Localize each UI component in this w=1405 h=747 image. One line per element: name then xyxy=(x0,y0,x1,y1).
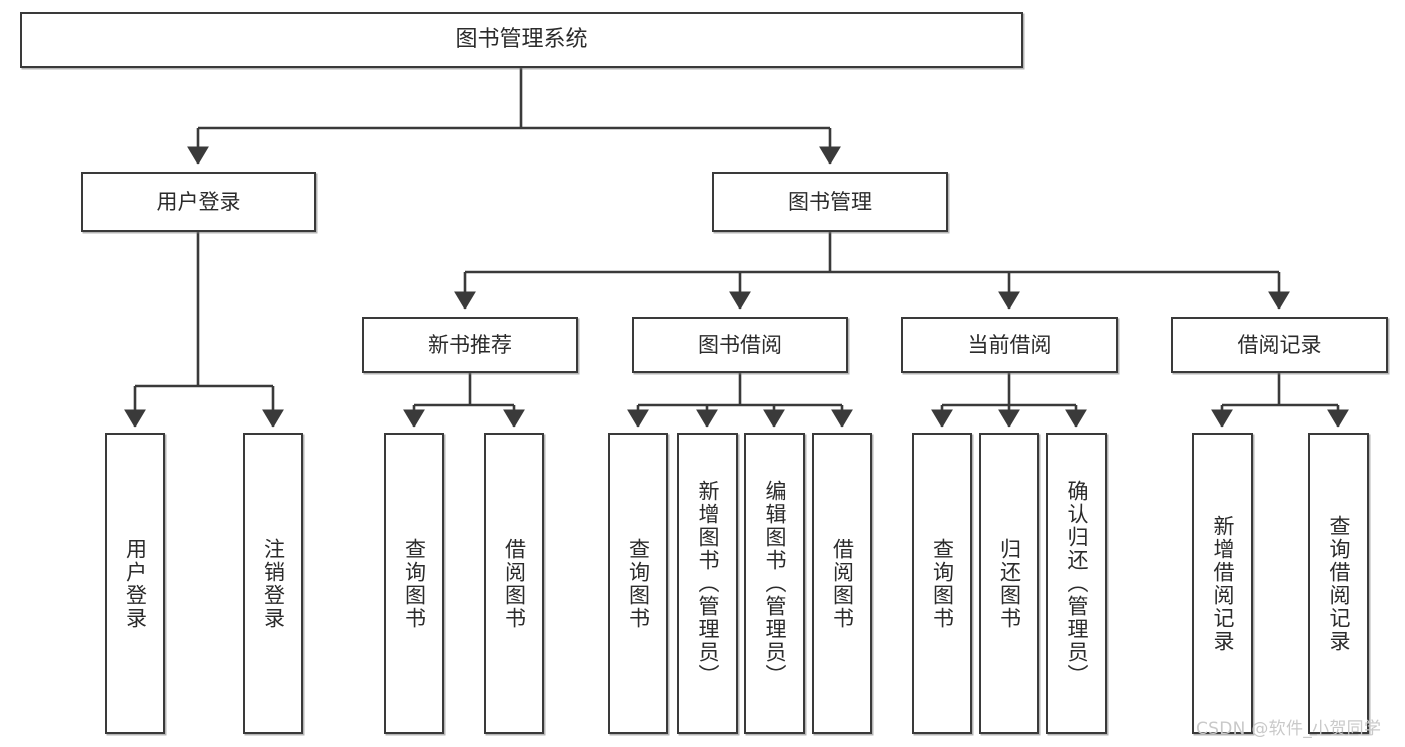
node-leaf-borrow-book[interactable]: 借阅图书 xyxy=(812,433,872,734)
csdn-watermark: CSDN @软件_小贺同学 xyxy=(1196,719,1382,739)
node-borrow-record[interactable]: 借阅记录 xyxy=(1171,317,1388,373)
node-label: 借阅图书 xyxy=(830,537,855,630)
node-leaf-query-book-borrow[interactable]: 查询图书 xyxy=(608,433,668,734)
node-label: 图书借阅 xyxy=(698,332,782,357)
node-label: 当前借阅 xyxy=(967,332,1052,357)
node-leaf-add-book-admin[interactable]: 新增图书（管理员） xyxy=(677,433,738,734)
node-user-login[interactable]: 用户登录 xyxy=(81,172,316,232)
node-leaf-user-login[interactable]: 用户登录 xyxy=(105,433,165,734)
node-label: 查询图书 xyxy=(626,537,651,630)
node-label: 用户登录 xyxy=(123,537,148,630)
node-label: 新增图书（管理员） xyxy=(696,480,720,687)
node-label: 新书推荐 xyxy=(428,332,512,357)
node-label: 编辑图书（管理员） xyxy=(763,480,787,687)
node-label: 借阅图书 xyxy=(502,537,527,630)
node-leaf-return-book[interactable]: 归还图书 xyxy=(979,433,1039,734)
node-book-borrow[interactable]: 图书借阅 xyxy=(632,317,848,373)
node-label: 借阅记录 xyxy=(1237,332,1322,357)
node-label: 确认归还（管理员） xyxy=(1065,480,1089,687)
node-root-book-management-system[interactable]: 图书管理系统 xyxy=(20,12,1023,68)
node-label: 归还图书 xyxy=(997,537,1022,630)
node-label: 新增借阅记录 xyxy=(1211,514,1235,653)
node-label: 查询图书 xyxy=(930,537,955,630)
node-leaf-query-book-current[interactable]: 查询图书 xyxy=(912,433,972,734)
node-leaf-edit-book-admin[interactable]: 编辑图书（管理员） xyxy=(744,433,805,734)
node-leaf-confirm-return-admin[interactable]: 确认归还（管理员） xyxy=(1046,433,1107,734)
node-book-management[interactable]: 图书管理 xyxy=(712,172,948,232)
node-leaf-add-borrow-record[interactable]: 新增借阅记录 xyxy=(1192,433,1253,734)
node-new-book-recommend[interactable]: 新书推荐 xyxy=(362,317,578,373)
node-label: 图书管理 xyxy=(788,189,872,214)
node-label: 用户登录 xyxy=(156,189,241,214)
node-label: 查询图书 xyxy=(402,537,427,630)
node-label: 查询借阅记录 xyxy=(1327,514,1351,653)
node-label: 图书管理系统 xyxy=(455,27,588,53)
node-leaf-borrow-book-recommend[interactable]: 借阅图书 xyxy=(484,433,544,734)
node-leaf-query-borrow-record[interactable]: 查询借阅记录 xyxy=(1308,433,1369,734)
node-current-borrow[interactable]: 当前借阅 xyxy=(901,317,1118,373)
node-leaf-query-book-recommend[interactable]: 查询图书 xyxy=(384,433,444,734)
node-leaf-logout[interactable]: 注销登录 xyxy=(243,433,303,734)
node-label: 注销登录 xyxy=(261,537,286,630)
